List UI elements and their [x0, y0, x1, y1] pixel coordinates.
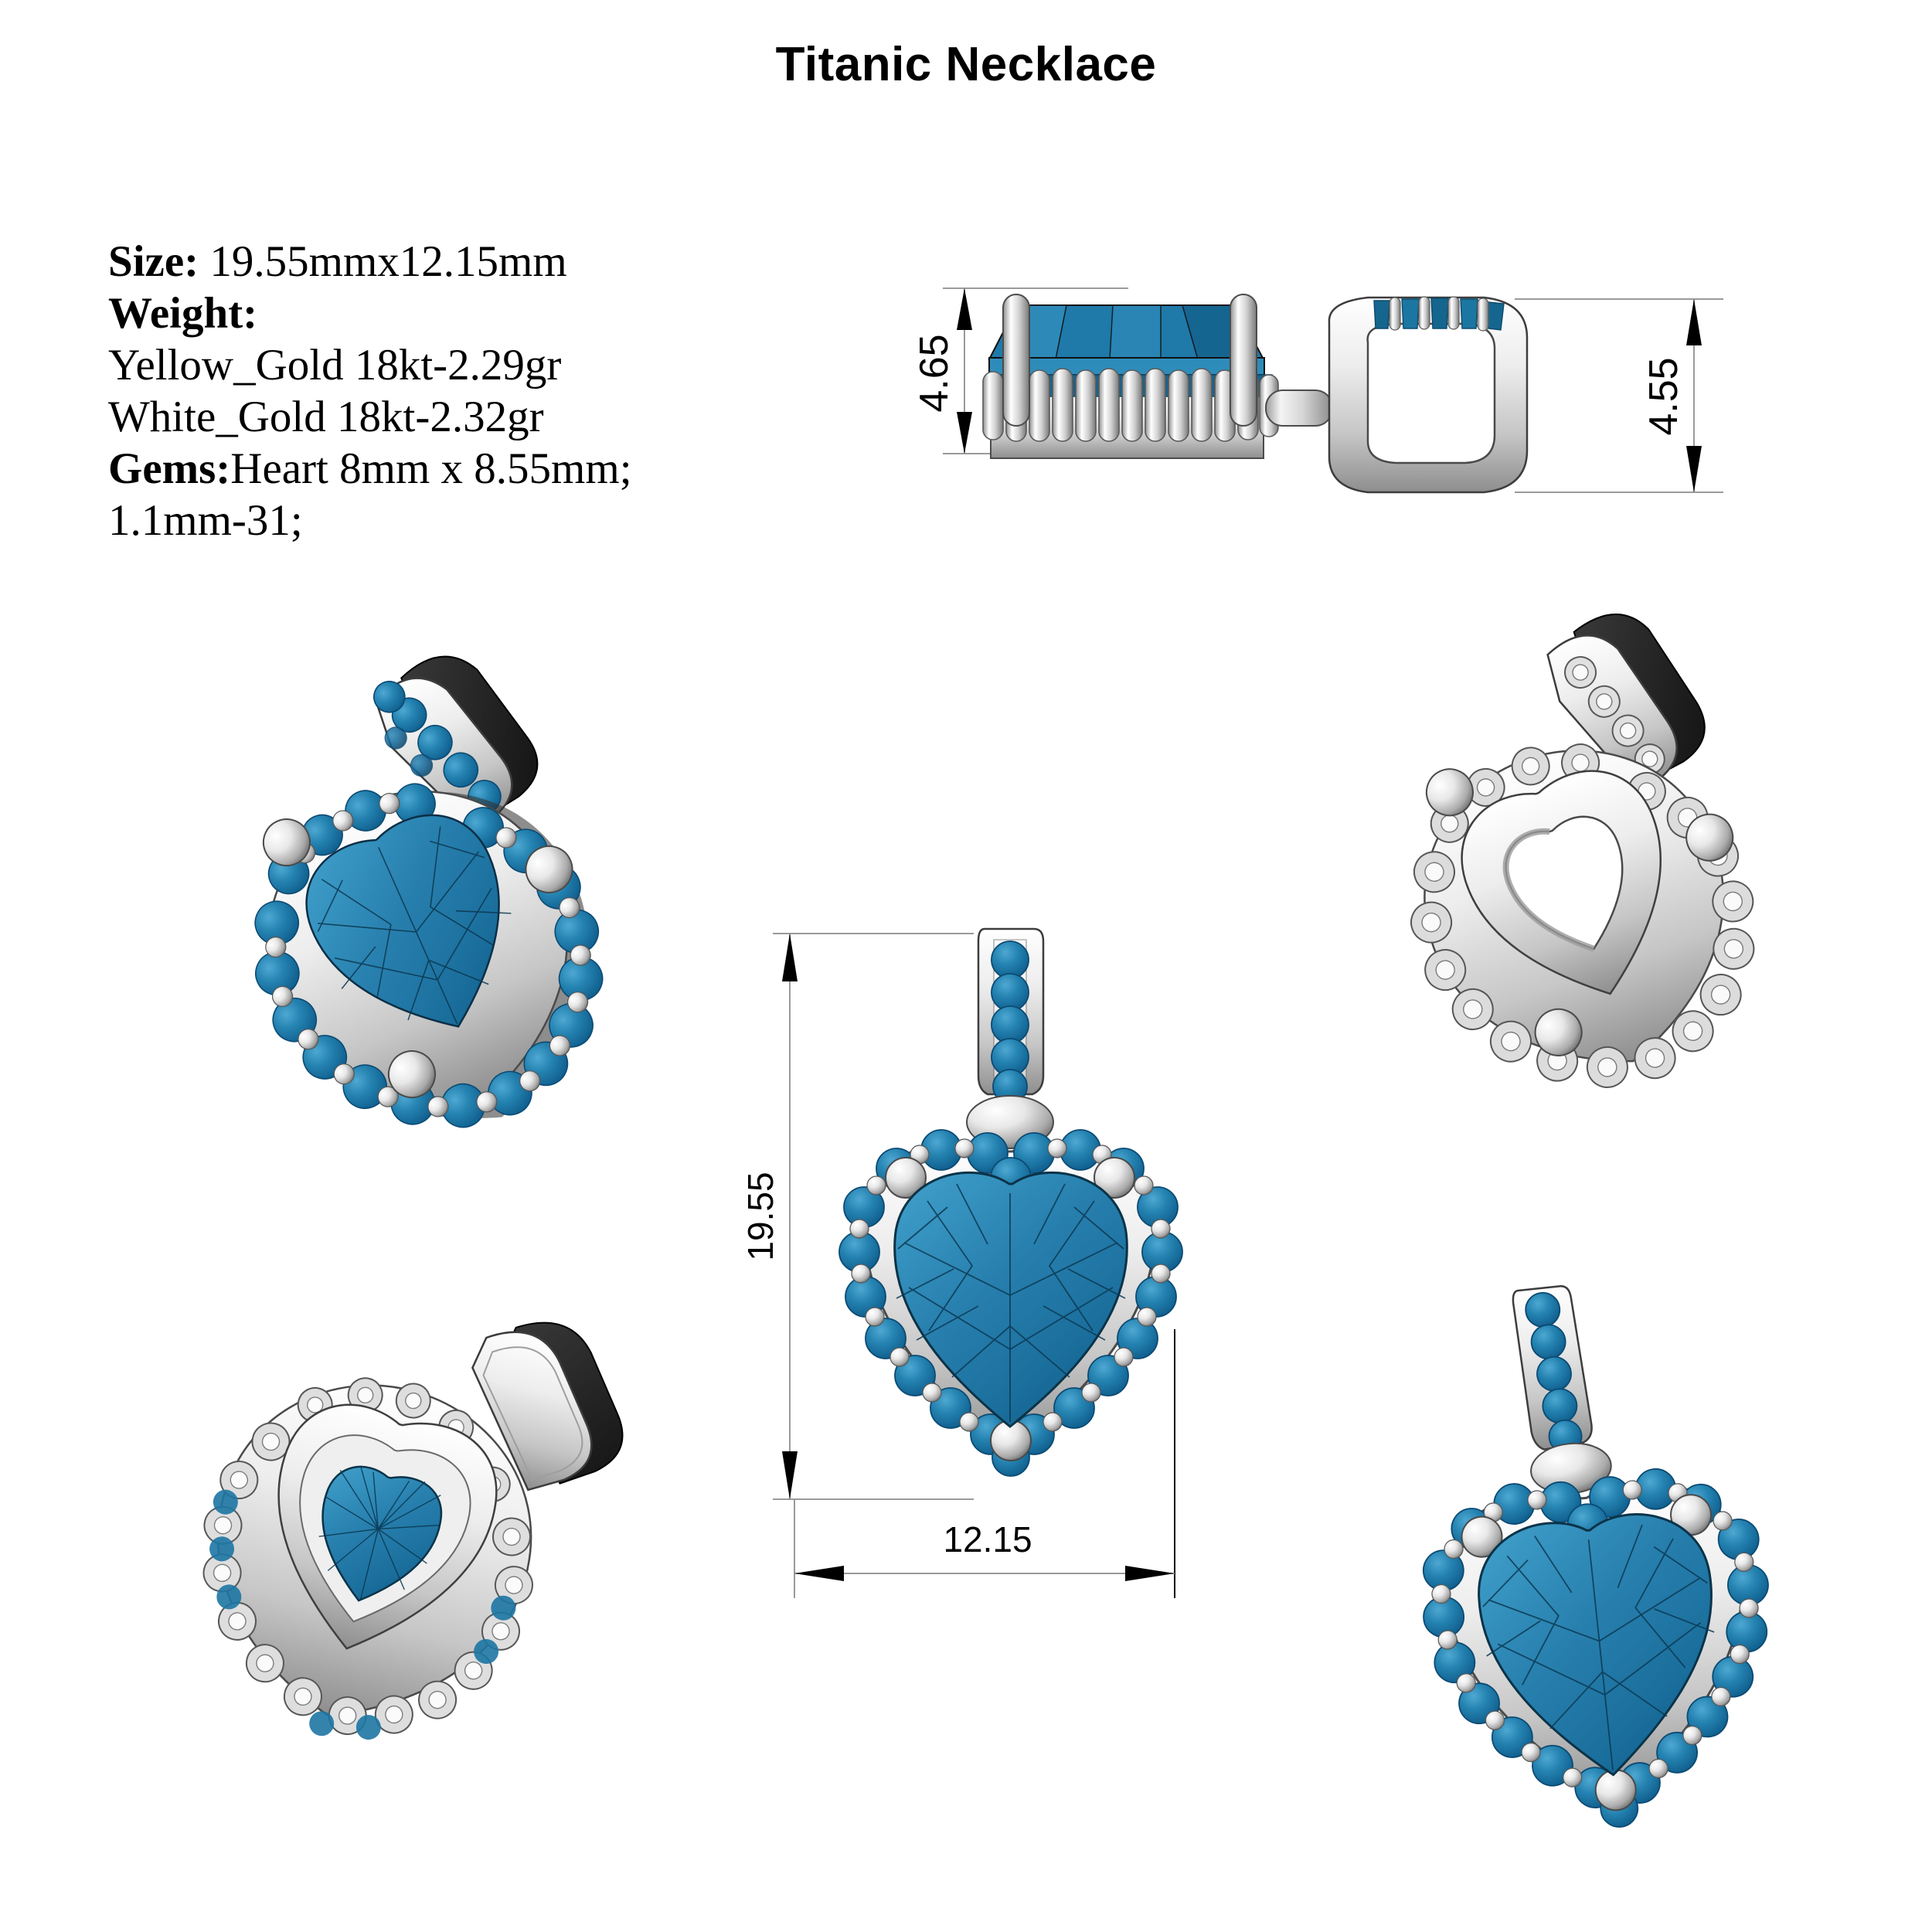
spec-gems-line: Gems:Heart 8mm x 8.55mm; [108, 443, 881, 495]
front-tilted-view [1360, 1267, 1886, 1855]
spec-gems-line2: 1.1mm-31; [108, 496, 303, 545]
side-profile-svg: 4.65 [912, 287, 1723, 494]
dimension-4-55: 4.55 [1515, 298, 1723, 493]
spec-weight-line: Weight: [108, 287, 881, 339]
halo-prong-beads-front [849, 1138, 1171, 1461]
halo-empty-settings [1410, 743, 1755, 1088]
front-dimensioned-svg: 19.55 12.15 [740, 927, 1183, 1598]
accent-bead [1685, 813, 1734, 862]
bail-upper [373, 655, 539, 828]
bail-connector-post [1265, 389, 1333, 427]
pendant-head-side [982, 294, 1279, 459]
bail-plain [471, 1321, 624, 1492]
halo-prong-beads-back [1425, 768, 1734, 1056]
center-heart-gem-front [893, 1172, 1128, 1428]
pendant-front [838, 927, 1183, 1477]
halo-prong-beads-tilted [1431, 1480, 1759, 1811]
bail-ring-side [1328, 296, 1529, 494]
dimension-label-4-65: 4.65 [912, 334, 957, 412]
center-heart-gem [305, 814, 512, 1028]
tall-prong-left [1002, 294, 1030, 427]
bail-pave-gems-side [1373, 296, 1505, 332]
bail-front [977, 927, 1045, 1104]
tall-prong-right [1230, 294, 1257, 427]
halo-prong-beads [262, 793, 591, 1117]
gem-facet-lines [317, 826, 512, 1024]
front-dimensioned-view: 19.55 12.15 [740, 912, 1221, 1623]
spec-weight-white: White_Gold 18kt-2.32gr [108, 393, 544, 441]
gem-facet-lines-front [896, 1183, 1126, 1422]
accent-bead [1425, 768, 1474, 817]
bail-front-tilted [1512, 1285, 1593, 1454]
bail-opening [1366, 322, 1496, 464]
accent-bead [387, 1050, 436, 1099]
accent-bead [1094, 1157, 1135, 1199]
accent-bead [1461, 1515, 1503, 1558]
three-quarter-back-view [1314, 611, 1901, 1175]
accent-bead [525, 845, 573, 893]
dimension-label-19-55: 19.55 [740, 1172, 781, 1260]
dimension-4-65: 4.65 [912, 287, 1128, 454]
gem-facet-lines-tilted [1482, 1524, 1715, 1770]
spec-size-value: 19.55mmx12.15mm [199, 237, 567, 286]
bail-pave-gems [373, 680, 502, 814]
three-quarter-back-svg [1410, 614, 1755, 1088]
front-tilted-svg [1422, 1285, 1769, 1828]
spec-gems-label: Gems: [108, 444, 231, 493]
pavilion-facet-lines [318, 1465, 441, 1600]
accent-bead [885, 1157, 927, 1199]
dimension-19-55: 19.55 [740, 933, 974, 1500]
gem-facet [1109, 304, 1162, 360]
specification-block: Size: 19.55mmx12.15mm Weight: Yellow_Gol… [108, 236, 881, 546]
spec-size-label: Size: [108, 237, 199, 286]
page-title: Titanic Necklace [775, 38, 1157, 91]
back-open-heart-view [108, 1229, 665, 1816]
open-heart-frame [277, 1403, 498, 1650]
three-quarter-front-svg [254, 655, 604, 1128]
dimension-label-12-15: 12.15 [943, 1519, 1032, 1560]
side-profile-view: 4.65 [873, 274, 1878, 529]
spec-weight-yellow: Yellow_Gold 18kt-2.29gr [108, 341, 562, 389]
halo-gem-peek [209, 1489, 516, 1740]
accent-bead [1534, 1008, 1583, 1056]
bail-gems-front [991, 940, 1029, 1104]
center-heart-gem-tilted [1478, 1513, 1715, 1777]
back-open-heart-svg [202, 1321, 624, 1740]
three-quarter-front-view [155, 649, 742, 1206]
spec-gems-value: Heart 8mm x 8.55mm; [230, 444, 632, 493]
accent-bead [262, 818, 311, 867]
accent-bead [1670, 1494, 1713, 1536]
dimension-label-4-55: 4.55 [1641, 357, 1686, 435]
open-heart-plate [1461, 770, 1662, 995]
dimension-12-15: 12.15 [794, 1329, 1175, 1598]
spec-weight-label: Weight: [108, 289, 258, 338]
spec-size-line: Size: 19.55mmx12.15mm [108, 236, 881, 287]
